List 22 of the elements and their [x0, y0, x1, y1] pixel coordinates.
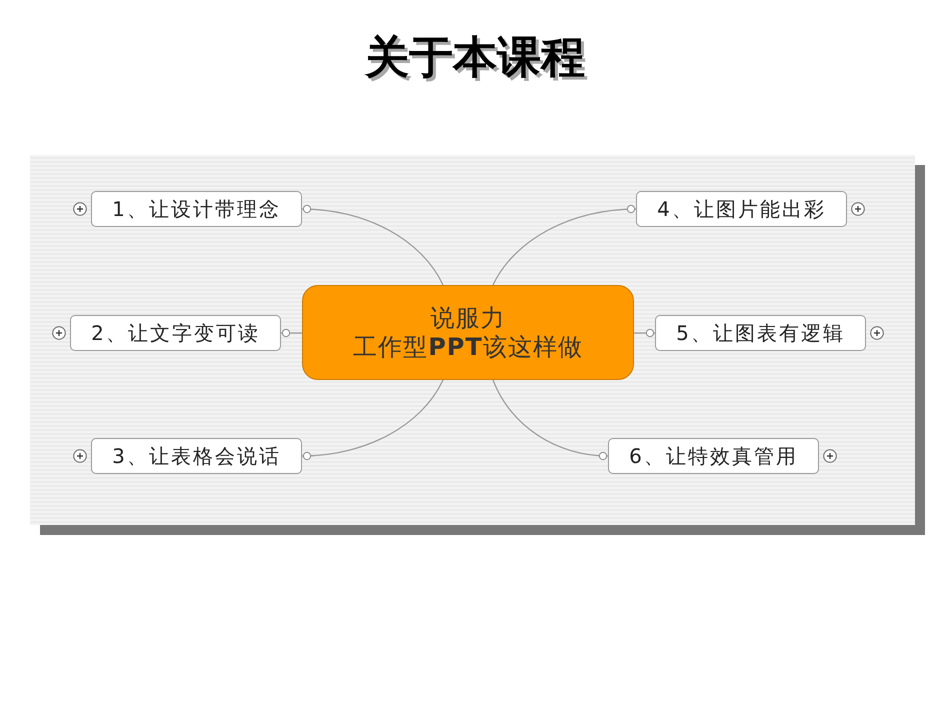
topic-box — [91, 191, 302, 227]
connector-line — [492, 380, 608, 460]
topic-subtitle: 工作型PPT该这样做 — [353, 332, 583, 362]
topic-label: 3、让表格会说话 — [112, 444, 281, 468]
topic-label: 6、让特效真管用 — [629, 444, 798, 468]
connector-line — [492, 205, 636, 286]
topic-box — [655, 315, 866, 351]
topic-title: 说服力 — [430, 304, 506, 332]
topic-box — [91, 438, 302, 474]
connector-line — [302, 380, 444, 460]
central-topic-box — [302, 285, 634, 380]
topic-box — [636, 191, 847, 227]
connector-line — [634, 328, 655, 338]
topic-label: 1、让设计带理念 — [112, 197, 281, 221]
page-title: 关于本课程 — [365, 31, 585, 85]
topic-label: 5、让图表有逻辑 — [676, 321, 845, 345]
connector-line — [302, 205, 444, 286]
connector-line — [281, 328, 302, 338]
topic-label: 2、让文字变可读 — [91, 321, 260, 345]
topic-box — [70, 315, 281, 351]
topic-box — [608, 438, 819, 474]
topic-label: 4、让图片能出彩 — [657, 197, 826, 221]
